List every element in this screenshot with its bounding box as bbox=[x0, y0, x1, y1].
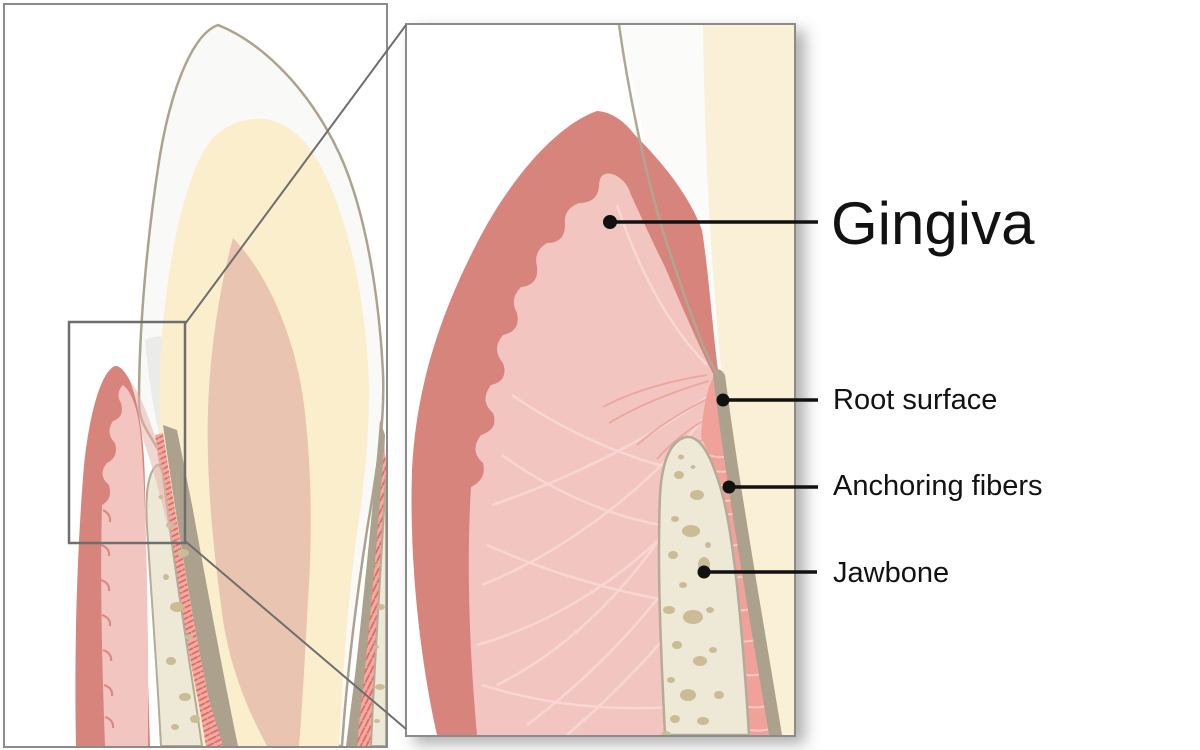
enamel-outline bbox=[617, 25, 721, 378]
overview-panel bbox=[3, 3, 388, 748]
anchoring-fibers-shape bbox=[701, 375, 769, 735]
gum-serrations bbox=[100, 509, 115, 729]
overview-drawing bbox=[75, 23, 386, 746]
label-gingiva: Gingiva bbox=[831, 190, 1035, 257]
detail-panel bbox=[405, 23, 796, 737]
label-anchoring-fibers: Anchoring fibers bbox=[833, 470, 1043, 502]
detail-dentin bbox=[703, 25, 794, 735]
label-jawbone: Jawbone bbox=[833, 557, 950, 589]
label-root-surface: Root surface bbox=[833, 384, 998, 416]
detail-drawing bbox=[411, 25, 794, 735]
bone-spots bbox=[661, 454, 724, 735]
root-surface-shape bbox=[713, 369, 782, 735]
detail-jawbone bbox=[657, 435, 751, 735]
